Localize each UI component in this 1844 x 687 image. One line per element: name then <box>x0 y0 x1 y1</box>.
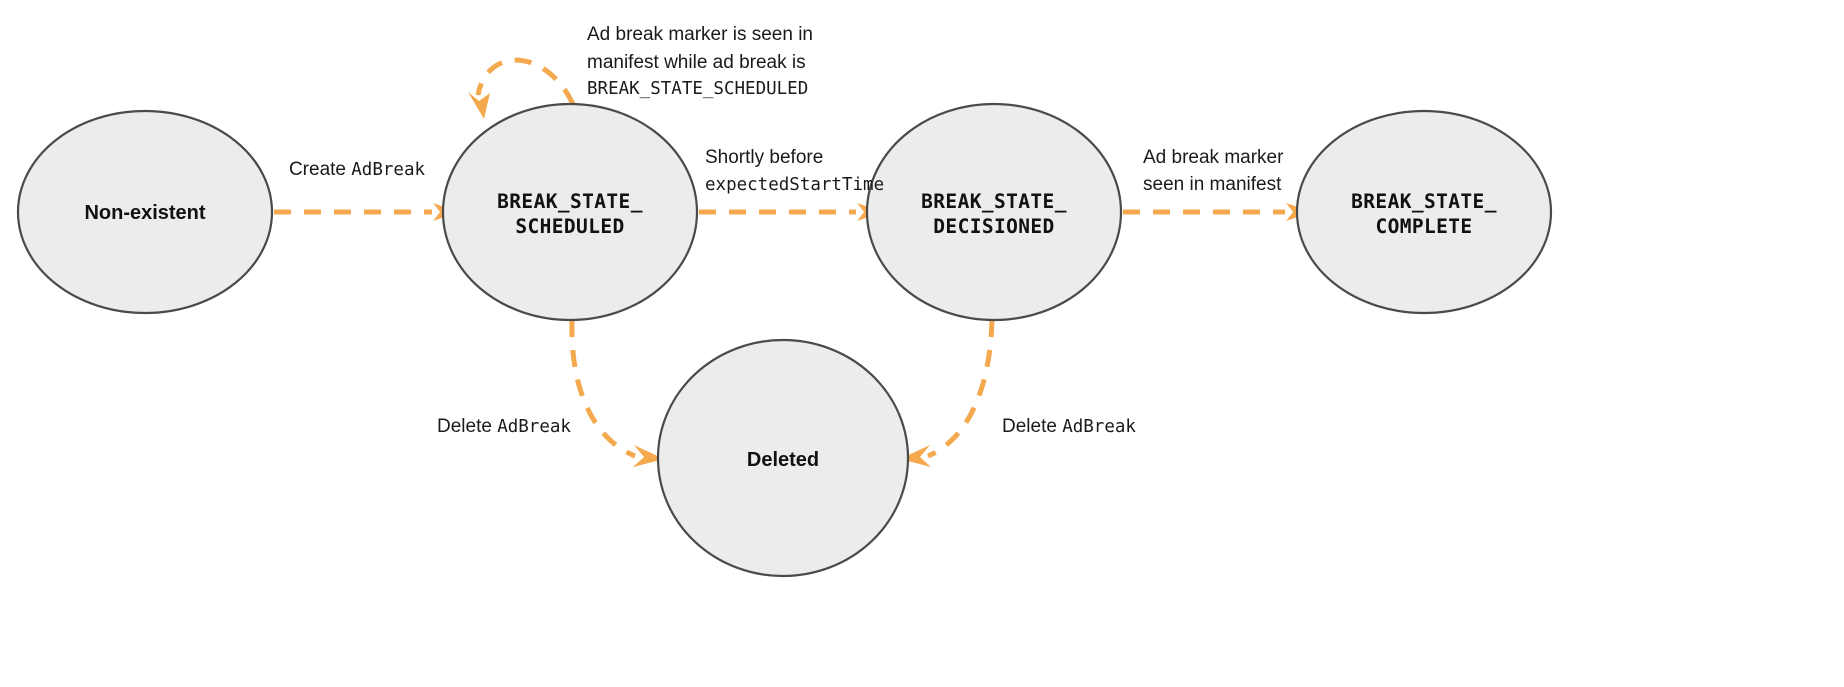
edge-label-self-loop-line1: Ad break marker is seen in <box>587 24 813 45</box>
node-label-deleted: Deleted <box>747 449 819 471</box>
edge-label-delete-decisioned-sans: Delete <box>1002 416 1062 437</box>
edge-label-create-adbreak-mono: AdBreak <box>351 160 425 180</box>
edge-marker-seen-while-scheduled <box>468 57 576 119</box>
arrow-head-decisioned-to-deleted <box>900 445 931 467</box>
edge-label-delete-adbreak-from-decisioned: Delete AdBreak <box>1002 416 1136 437</box>
arrow-head-self-loop-scheduled <box>468 92 490 119</box>
node-label-break-state-scheduled-line2: SCHEDULED <box>515 215 624 238</box>
node-non-existent[interactable]: Non-existent <box>16 109 274 315</box>
svg-text:Create AdBreak: Create AdBreak <box>289 159 426 180</box>
edge-label-marker-seen-while-scheduled: Ad break marker is seen in manifest whil… <box>587 24 813 99</box>
svg-text:Delete AdBreak: Delete AdBreak <box>437 416 571 437</box>
edge-delete-adbreak-from-decisioned <box>900 319 995 467</box>
edge-label-delete-adbreak-from-scheduled: Delete AdBreak <box>437 416 571 437</box>
svg-text:Delete AdBreak: Delete AdBreak <box>1002 416 1136 437</box>
edge-label-delete-scheduled-sans: Delete <box>437 416 497 437</box>
edge-label-create-adbreak-sans: Create <box>289 159 351 180</box>
edge-label-create-adbreak: Create AdBreak <box>289 159 426 180</box>
edge-label-shortly-before-expected-start-time: Shortly before expectedStartTime <box>705 147 884 195</box>
node-label-break-state-complete-line1: BREAK_STATE_ <box>1351 190 1497 213</box>
node-shape-deleted[interactable] <box>656 338 910 578</box>
node-shape-break-state-scheduled[interactable] <box>441 102 699 322</box>
edge-ad-break-marker-seen-in-manifest <box>1123 203 1312 221</box>
node-break-state-complete[interactable]: BREAK_STATE_ COMPLETE <box>1295 109 1553 315</box>
edge-label-marker-seen-line2: seen in manifest <box>1143 174 1282 195</box>
edge-path-self-loop-scheduled <box>475 57 576 106</box>
node-label-break-state-decisioned-line1: BREAK_STATE_ <box>921 190 1067 213</box>
node-shape-break-state-complete[interactable] <box>1295 109 1553 315</box>
edge-delete-adbreak-from-scheduled <box>569 319 664 467</box>
node-label-break-state-scheduled-line1: BREAK_STATE_ <box>497 190 643 213</box>
edge-label-self-loop-line2: manifest while ad break is <box>587 52 806 73</box>
node-label-non-existent: Non-existent <box>84 202 205 224</box>
edge-create-adbreak <box>274 203 459 221</box>
edge-shortly-before-expected-start-time <box>699 203 883 221</box>
edge-label-shortly-before-line1: Shortly before <box>705 147 823 168</box>
arrow-head-scheduled-to-deleted <box>633 445 664 467</box>
edge-label-self-loop-line3: BREAK_STATE_SCHEDULED <box>587 79 808 99</box>
edge-label-ad-break-marker-seen-in-manifest: Ad break marker seen in manifest <box>1143 147 1284 195</box>
node-shape-non-existent[interactable] <box>16 109 274 315</box>
node-label-break-state-complete-line2: COMPLETE <box>1375 215 1472 238</box>
node-label-break-state-decisioned-line2: DECISIONED <box>933 215 1054 238</box>
edge-path-scheduled-to-deleted <box>569 319 636 459</box>
edge-path-decisioned-to-deleted <box>926 319 995 459</box>
edge-label-delete-decisioned-mono: AdBreak <box>1062 417 1136 437</box>
node-deleted[interactable]: Deleted <box>656 338 910 578</box>
edge-label-marker-seen-line1: Ad break marker <box>1143 147 1284 168</box>
node-shape-break-state-decisioned[interactable] <box>865 102 1123 322</box>
node-break-state-scheduled[interactable]: BREAK_STATE_ SCHEDULED <box>441 102 699 322</box>
edge-label-delete-scheduled-mono: AdBreak <box>497 417 571 437</box>
node-break-state-decisioned[interactable]: BREAK_STATE_ DECISIONED <box>865 102 1123 322</box>
edge-label-shortly-before-line2: expectedStartTime <box>705 175 884 195</box>
